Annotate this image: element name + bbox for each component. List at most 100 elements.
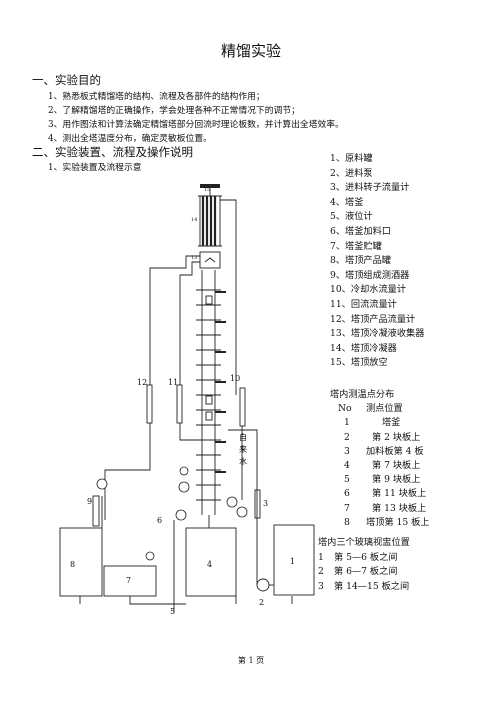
objective-item-1: 1、熟悉板式精馏塔的结构、流程及各部件的结构作用； [48,92,265,102]
temp-pos: 塔顶第 15 板上 [366,516,430,528]
glass-no: 2 [318,566,324,578]
legend-item: 9、塔顶组成测酒器 [330,269,410,281]
legend-item: 2、进料泵 [330,167,373,179]
legend-item: 4、塔釜 [330,196,364,208]
legend-item: 10、冷却水流量计 [330,284,407,296]
gauge-icon [236,506,248,518]
col-pos-header: 测点位置 [366,403,403,415]
legend-item: 12、塔顶产品流量计 [330,313,416,325]
glass-pos: 第 14—15 板之间 [334,580,410,592]
sight-glass [205,411,213,421]
top-product-tank-8 [59,527,103,597]
temperature-heading: 塔内测温点分布 [330,389,395,400]
glass-pos: 第 5—6 板之间 [334,551,398,563]
equipment-legend: 1、原料罐 2、进料泵 3、进料转子流量计 4、塔釜 5、液位计 6、塔釜加料口… [330,152,424,371]
legend-item: 5、液位计 [330,211,373,223]
sight-glass-heading: 塔内三个玻璃视盅位置 [318,537,410,548]
condenser-tubes [201,196,217,246]
temp-pos: 第 2 块板上 [372,431,421,443]
label-water-2: 来 [239,445,247,454]
temp-pos: 第 7 块板上 [372,460,421,472]
reflux-line [179,261,200,385]
glass-pos: 第 6—7 板之间 [334,566,398,578]
objective-item-2: 2、了解精馏塔的正确操作，学会处理各种不正常情况下的调节； [48,106,300,116]
cooling-water-flowmeter-10 [239,387,246,427]
label-5: 5 [170,607,175,616]
feed-flowmeter-3 [254,489,261,519]
section1-heading: 一、实验目的 [32,73,101,87]
legend-item: 15、塔顶放空 [330,357,388,369]
temp-no: 7 [344,502,350,514]
section2-heading: 二、实验装置、流程及操作说明 [32,145,193,159]
legend-item: 7、塔釜贮罐 [330,240,382,252]
legend-item: 3、进料转子流量计 [330,182,410,194]
label-6: 6 [157,516,162,525]
gauge-icon [96,478,108,490]
glass-no: 3 [318,580,324,592]
label-water-3: 水 [239,456,247,466]
temp-pos: 第 9 块板上 [372,474,421,486]
diagram-labels: 15 14 13 12 11 10 9 6 3 4 1 8 7 5 2 自 来 … [70,187,295,616]
legend-item: 13、塔顶冷凝液收集器 [330,328,425,340]
reboiler-4 [185,527,237,597]
condenser-header [200,184,220,188]
label-7: 7 [126,576,131,585]
label-12: 12 [137,378,147,387]
legend-item: 8、塔顶产品罐 [330,255,391,267]
temp-no: 6 [344,488,350,500]
label-1: 1 [290,557,295,566]
cooling-water-pipe [220,199,237,395]
temp-no: 8 [344,516,350,528]
label-15: 15 [204,187,210,193]
feed-tank-1 [273,524,315,596]
temp-no: 5 [344,474,350,486]
temperature-table: 塔内测温点分布 No 测点位置 1 塔釜 2 第 2 块板上 3 加料板第 4 板 4… [330,388,429,530]
product-line [149,255,200,385]
label-13: 13 [191,255,197,261]
alcohol-meter-9 [92,495,100,527]
temp-pos: 第 11 块板上 [372,488,427,500]
label-4: 4 [207,560,212,569]
temp-no: 4 [344,460,350,472]
objective-item-4: 4、测出全塔温度分布，确定灵敏板位置。 [48,134,212,144]
legend-item: 11、回流流量计 [330,298,397,310]
section2-subheading: 1、实验装置及流程示意 [48,163,142,173]
column-trays [196,289,221,501]
sight-glass [205,295,213,305]
label-9: 9 [87,497,92,506]
temp-pos: 塔釜 [382,417,401,429]
gauge-icon [175,509,187,521]
temp-pos: 第 13 块板上 [372,502,427,514]
temperature-probes [215,291,226,473]
temp-no: 2 [344,431,350,443]
legend-item: 6、塔釜加料口 [330,225,391,237]
legend-item: 14、塔顶冷凝器 [330,342,397,354]
glass-no: 1 [318,551,324,563]
temp-no: 1 [344,417,350,429]
label-11: 11 [168,378,178,387]
page-footer: 第 1 页 [237,656,265,665]
feed-pump-2 [256,578,270,592]
gauge-icon [145,551,155,561]
label-water-1: 自 [239,432,247,442]
label-10: 10 [230,374,240,383]
gauge-icon [226,496,238,508]
reflux-flowmeter-11 [176,384,183,424]
label-3: 3 [263,499,268,508]
label-14: 14 [191,217,197,223]
temp-pos: 加料板第 4 板 [366,445,424,457]
product-flowmeter-12 [146,384,153,424]
gauge-icon [179,466,189,476]
temp-no: 3 [344,445,350,457]
page-title: 精馏实验 [220,42,281,60]
legend-item: 1、原料罐 [330,153,373,164]
objective-item-3: 3、用作图法和计算法确定精馏塔部分回流时理论板数，并计算出全塔效率。 [48,120,344,130]
label-2: 2 [259,598,264,607]
sight-glass-table: 塔内三个玻璃视盅位置 1 第 5—6 板之间 2 第 6—7 板之间 3 第 14—1… [318,536,410,594]
gauge-icon [178,481,190,493]
col-no-header: No [338,403,352,415]
label-8: 8 [70,560,75,569]
sight-glass [205,395,213,405]
collector-13 [199,251,221,269]
